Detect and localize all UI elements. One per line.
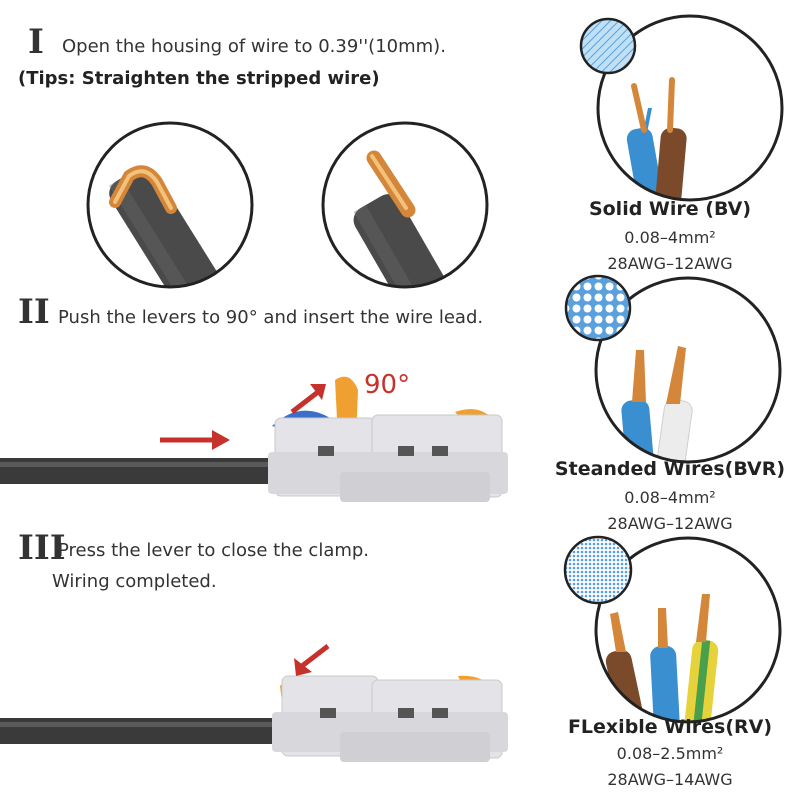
step2-numeral: II (18, 292, 50, 332)
insert-wire-illustration (0, 376, 508, 502)
stranded-wire-illustration (564, 274, 782, 464)
solid-wire-illustration (579, 14, 784, 202)
step2-text: Push the levers to 90° and insert the wi… (58, 307, 484, 328)
solid-wire-gauge: 28AWG–12AWG (607, 254, 733, 273)
flexible-wire-illustration (563, 535, 782, 724)
step3-text: Press the lever to close the clamp. (58, 540, 370, 561)
flexible-wire-name: FLexible Wires(RV) (567, 716, 773, 738)
step3-numeral: III (18, 528, 66, 568)
angle-label: 90° (364, 370, 411, 400)
solid-wire-name: Solid Wire (BV) (588, 198, 752, 220)
step1-tip: (Tips: Straighten the stripped wire) (18, 68, 380, 89)
stranded-wire-section: 0.08–4mm² (624, 488, 716, 507)
bent-wire-illustration (86, 121, 254, 289)
straight-wire-illustration (321, 121, 489, 289)
step1-text: Open the housing of wire to 0.39''(10mm)… (62, 36, 446, 57)
stranded-wire-gauge: 28AWG–12AWG (607, 514, 733, 533)
flexible-wire-section: 0.08–2.5mm² (616, 744, 724, 763)
step3-text2: Wiring completed. (52, 571, 217, 592)
closed-clamp-illustration (0, 644, 508, 762)
solid-wire-section: 0.08–4mm² (624, 228, 716, 247)
stranded-wire-name: Steanded Wires(BVR) (554, 458, 786, 480)
flexible-wire-gauge: 28AWG–14AWG (607, 770, 733, 789)
step1-numeral: I (28, 22, 44, 62)
